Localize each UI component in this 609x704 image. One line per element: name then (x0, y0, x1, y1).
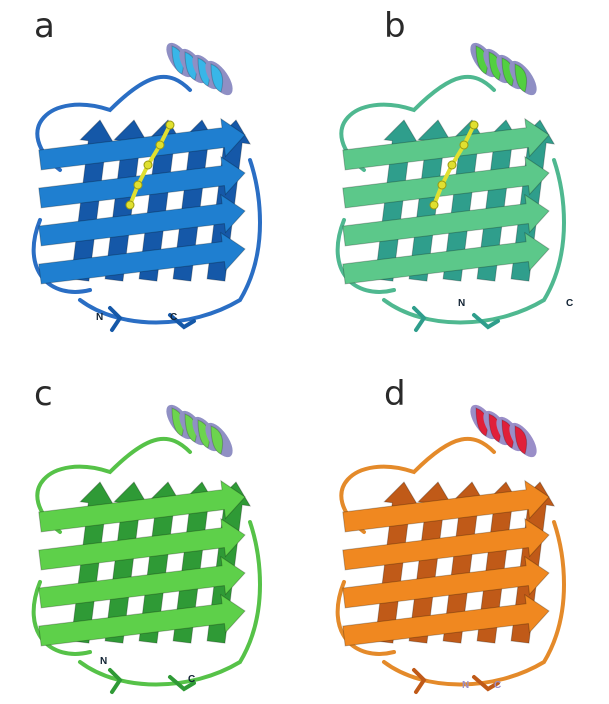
ligand-atom (448, 161, 456, 169)
protein-ribbon-structure (0, 352, 304, 704)
n-terminus-label: N (458, 298, 465, 309)
c-terminus-label: C (170, 312, 177, 323)
alpha-helix (161, 400, 238, 461)
ligand-atom (460, 141, 468, 149)
ligand-atom (156, 141, 164, 149)
ligand-atom (438, 181, 446, 189)
panel-b: b N C (304, 0, 609, 352)
protein-ribbon-structure (304, 0, 609, 352)
n-terminus-label: N (462, 680, 469, 691)
ligand-atom (126, 201, 134, 209)
ligand-atom (430, 201, 438, 209)
beta-strand (343, 481, 549, 532)
ligand-atom (470, 121, 478, 129)
beta-strand (343, 119, 549, 170)
ligand-atom (134, 181, 142, 189)
alpha-helix (161, 38, 238, 99)
c-terminus-label: C (494, 680, 501, 691)
beta-strand (39, 481, 245, 532)
alpha-helix (465, 38, 542, 99)
alpha-helix (465, 400, 542, 461)
n-terminus-label: N (96, 312, 103, 323)
ligand-atom (166, 121, 174, 129)
n-terminus-label: N (100, 656, 107, 667)
panel-a: a N C (0, 0, 304, 352)
protein-ribbon-structure (0, 0, 304, 352)
panel-d: d N C (304, 352, 609, 704)
c-terminus-label: C (566, 298, 573, 309)
panel-c: c N C (0, 352, 304, 704)
beta-strand (39, 119, 245, 170)
protein-ribbon-structure (304, 352, 609, 704)
ligand-atom (144, 161, 152, 169)
c-terminus-label: C (188, 674, 195, 685)
